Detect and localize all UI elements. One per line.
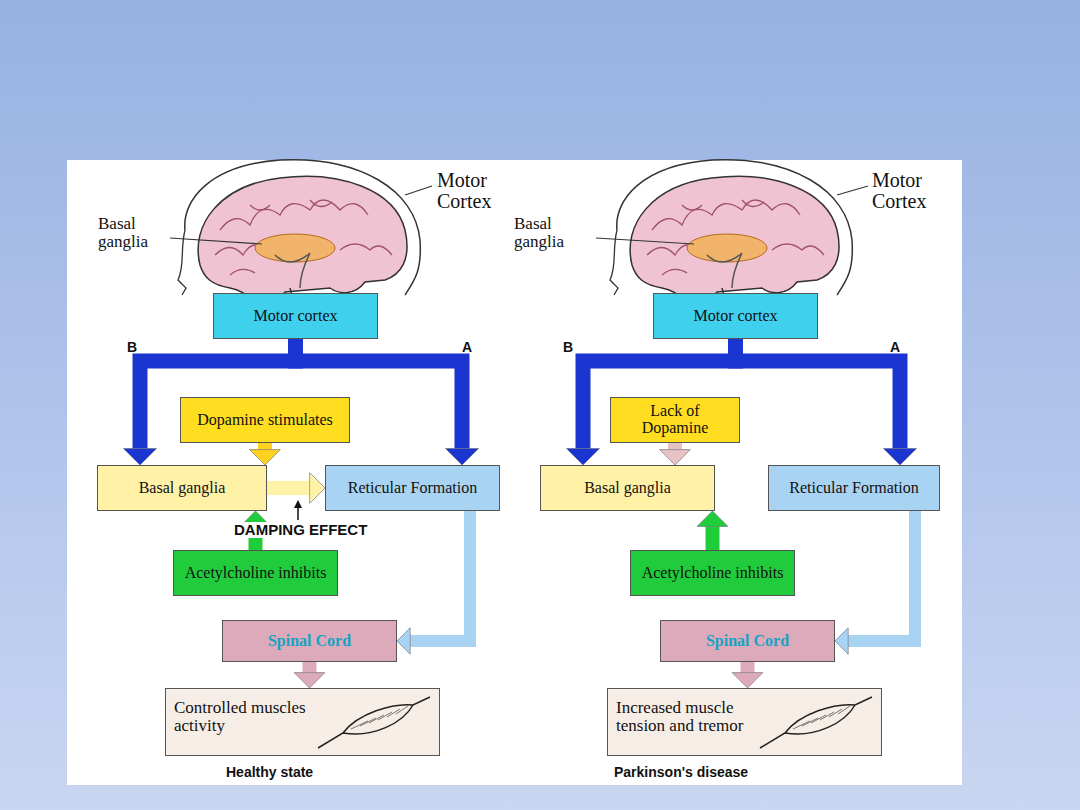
arrow-head xyxy=(567,449,600,466)
pathway-arrow xyxy=(294,662,325,688)
arrow-head xyxy=(250,450,281,465)
muscle-outcome-box: Increased muscle tension and tremor xyxy=(607,688,882,756)
arrow-shaft xyxy=(848,511,915,641)
pathway-arrow xyxy=(660,443,691,465)
pointer-arrow xyxy=(297,506,299,520)
leader-line xyxy=(170,238,262,244)
box-text: Motor cortex xyxy=(222,308,369,325)
box-text: Reticular Formation xyxy=(334,480,491,497)
muscle-outcome-box: Controlled muscles activity xyxy=(165,688,440,756)
arrow-head xyxy=(835,628,848,654)
arrow-head xyxy=(446,449,479,466)
structure-label: Basal ganglia xyxy=(514,215,586,251)
structure-label: Motor Cortex xyxy=(872,170,952,212)
structure-label: Motor Cortex xyxy=(437,170,517,212)
pathway-arrow xyxy=(250,443,281,465)
box-text: Controlled muscles activity xyxy=(174,699,319,735)
box-text: Basal ganglia xyxy=(549,480,706,497)
structure-label: Basal ganglia xyxy=(98,215,170,251)
arrow-head xyxy=(397,628,410,654)
spinal-cord-box: Spinal Cord xyxy=(660,620,835,662)
arrow-shaft xyxy=(410,511,470,641)
neurotransmitter-box: Dopamine stimulates xyxy=(180,397,350,443)
neurotransmitter-box: Acetylcholine inhibits xyxy=(630,550,795,596)
arrow-shaft xyxy=(741,662,755,673)
box-text: Basal ganglia xyxy=(106,480,258,497)
arrow-head xyxy=(660,450,691,465)
pathway-arrow xyxy=(697,511,728,550)
neurotransmitter-box: Acetylcholine inhibits xyxy=(173,550,338,596)
neurotransmitter-box: Lack of Dopamine xyxy=(610,397,740,443)
pointer-arrow-head xyxy=(294,500,302,508)
box-text: Spinal Cord xyxy=(231,633,388,650)
panel-caption: Healthy state xyxy=(226,765,386,780)
arrow-shaft xyxy=(706,526,720,550)
muscle-illustration xyxy=(313,693,433,753)
arrow-shaft xyxy=(668,443,682,450)
route-letter: B xyxy=(127,340,147,355)
arrow-head xyxy=(310,473,325,504)
box-text: Spinal Cord xyxy=(669,633,826,650)
panel-caption: Parkinson's disease xyxy=(614,765,814,780)
arrow-shaft xyxy=(303,662,317,673)
pathway-arrow xyxy=(732,662,763,688)
effect-label: DAMPING EFFECT xyxy=(232,522,369,538)
arrow-shaft xyxy=(736,339,901,449)
muscle-illustration xyxy=(755,693,875,753)
box-text: Motor cortex xyxy=(662,308,809,325)
box-text: Acetylcholine inhibits xyxy=(182,565,329,582)
spinal-cord-box: Spinal Cord xyxy=(222,620,397,662)
leader-line xyxy=(596,238,694,244)
box-text: Increased muscle tension and tremor xyxy=(616,699,761,735)
box-text: Lack of Dopamine xyxy=(619,403,731,437)
arrow-head xyxy=(697,511,728,526)
basal-ganglia-box: Basal ganglia xyxy=(97,465,267,511)
arrow-head xyxy=(884,449,917,466)
arrow-head xyxy=(294,673,325,688)
pathway-arrow xyxy=(267,473,325,504)
reticular-formation-box: Reticular Formation xyxy=(325,465,500,511)
motor-cortex-box: Motor cortex xyxy=(213,293,378,339)
motor-cortex-box: Motor cortex xyxy=(653,293,818,339)
box-text: Dopamine stimulates xyxy=(189,412,341,429)
pathway-arrow xyxy=(397,511,470,654)
pathway-arrow xyxy=(736,339,917,465)
box-text: Reticular Formation xyxy=(777,480,931,497)
box-text: Acetylcholine inhibits xyxy=(639,565,786,582)
route-letter: B xyxy=(563,340,583,355)
arrow-shaft xyxy=(258,443,272,450)
leader-line xyxy=(405,186,432,195)
leader-line xyxy=(837,186,868,195)
arrow-head xyxy=(124,449,157,466)
arrow-head xyxy=(732,673,763,688)
route-letter: A xyxy=(462,340,482,355)
basal-ganglia-box: Basal ganglia xyxy=(540,465,715,511)
arrow-shaft xyxy=(267,481,310,495)
pathway-arrow xyxy=(835,511,915,654)
reticular-formation-box: Reticular Formation xyxy=(768,465,940,511)
route-letter: A xyxy=(890,340,910,355)
